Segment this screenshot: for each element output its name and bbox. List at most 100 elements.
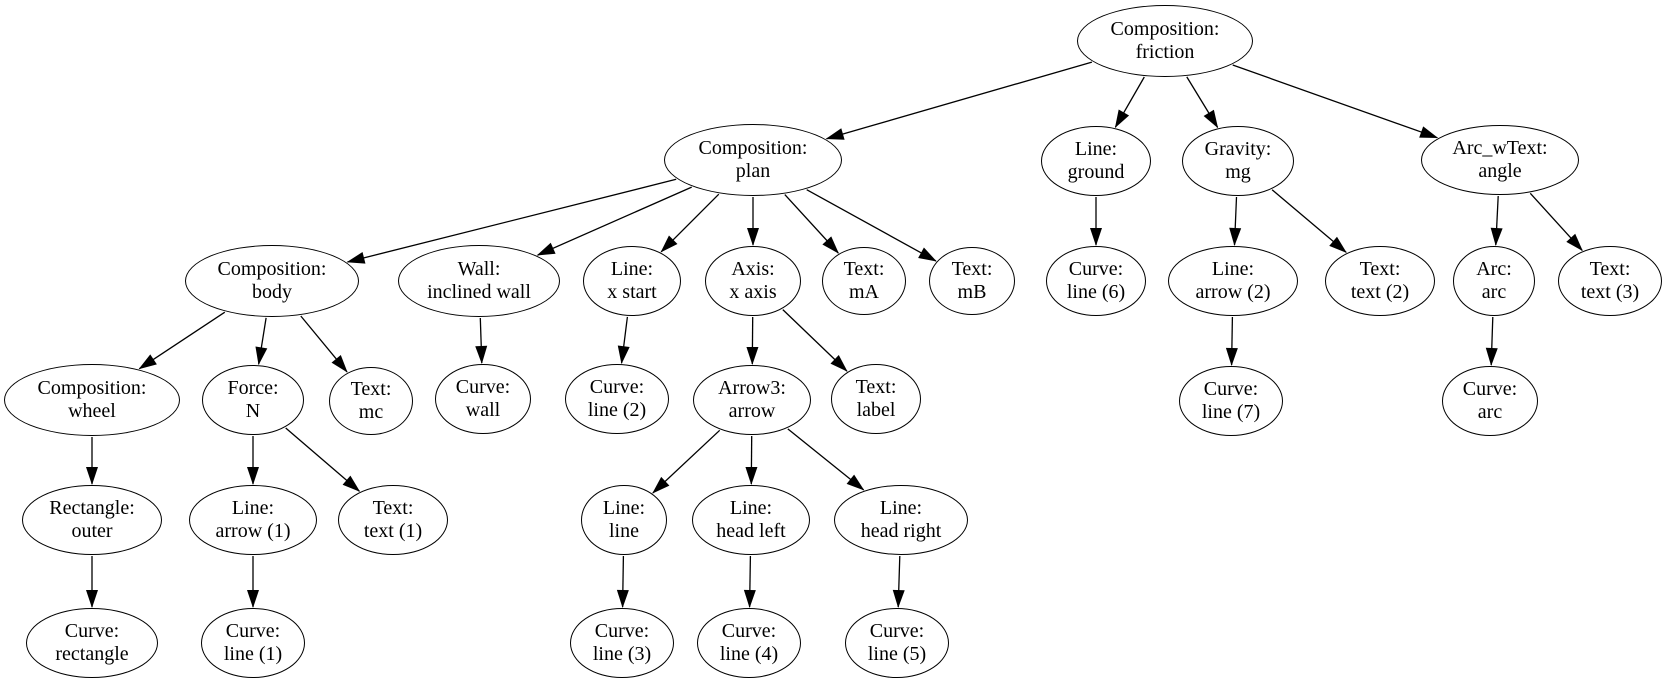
node-friction: Composition:friction <box>1077 5 1253 77</box>
node-type-label: Line: <box>1074 138 1118 160</box>
edge-wall-c_wall <box>475 317 488 364</box>
node-name-label: rectangle <box>55 643 129 665</box>
node-type-label: Line: <box>610 258 654 280</box>
edge-forceN-t_text1 <box>285 427 361 492</box>
node-name-label: mA <box>849 281 879 303</box>
edge-arc-c_arc <box>1485 316 1498 366</box>
node-name-label: outer <box>71 520 113 542</box>
node-type-label: Curve: <box>589 376 645 398</box>
node-name-label: line <box>609 520 639 542</box>
node-name-label: line (4) <box>719 643 779 665</box>
node-c_line5: Curve:line (5) <box>845 608 949 678</box>
node-c_line6: Curve:line (6) <box>1046 246 1146 316</box>
node-name-label: body <box>252 281 292 303</box>
node-type-label: Arc: <box>1476 258 1512 280</box>
edge-l_line-c_line3 <box>616 555 629 608</box>
node-type-label: Arrow3: <box>718 377 786 399</box>
node-mA: Text:mA <box>822 247 906 315</box>
edge-plan-wall <box>536 186 692 256</box>
node-text2: Text:text (2) <box>1325 246 1435 316</box>
node-wall: Wall:inclined wall <box>398 245 560 317</box>
edge-body-forceN <box>255 317 268 366</box>
node-type-label: Line: <box>879 497 923 519</box>
node-arrow3: Arrow3:arrow <box>693 365 811 435</box>
node-l_arrow1: Line:arrow (1) <box>189 485 317 555</box>
node-t_text1: Text:text (1) <box>338 485 448 555</box>
node-name-label: head right <box>860 520 942 542</box>
node-arrow2: Line:arrow (2) <box>1168 246 1298 316</box>
node-name-label: line (2) <box>587 399 647 421</box>
node-name-label: line (6) <box>1066 281 1126 303</box>
node-c_line1: Curve:line (1) <box>201 608 305 678</box>
node-type-label: Composition: <box>698 137 808 159</box>
node-type-label: Composition: <box>37 377 147 399</box>
node-xstart: Line:x start <box>583 246 681 316</box>
node-type-label: Composition: <box>1110 18 1220 40</box>
edge-arrow3-l_headright <box>787 428 865 491</box>
node-mB: Text:mB <box>929 247 1015 315</box>
edge-arrow3-l_line <box>652 429 721 494</box>
node-type-label: Curve: <box>1462 378 1518 400</box>
node-name-label: arc <box>1477 401 1503 423</box>
node-l_headleft: Line:head left <box>692 485 810 555</box>
edge-body-wheel <box>138 311 226 370</box>
node-type-label: Curve: <box>225 620 281 642</box>
node-type-label: Text: <box>1359 258 1401 280</box>
node-name-label: arc <box>1481 281 1507 303</box>
edge-plan-body <box>346 178 677 264</box>
node-mc: Text:mc <box>329 367 413 435</box>
node-l_headright: Line:head right <box>834 485 968 555</box>
node-name-label: arrow (2) <box>1195 281 1271 303</box>
edge-body-mc <box>300 315 348 373</box>
edge-mg-text2 <box>1271 189 1347 253</box>
node-type-label: Curve: <box>1203 378 1259 400</box>
edge-friction-ground <box>1114 76 1145 129</box>
node-type-label: Composition: <box>217 258 327 280</box>
node-name-label: mB <box>957 281 987 303</box>
node-type-label: Gravity: <box>1204 138 1272 160</box>
node-type-label: Curve: <box>455 376 511 398</box>
node-type-label: Text: <box>372 497 414 519</box>
edge-plan-mA <box>784 194 839 254</box>
node-name-label: line (3) <box>592 643 652 665</box>
node-type-label: Curve: <box>64 620 120 642</box>
node-name-label: mg <box>1225 161 1251 183</box>
node-type-label: Text: <box>1589 258 1631 280</box>
node-type-label: Rectangle: <box>49 497 135 519</box>
node-name-label: line (1) <box>223 643 283 665</box>
node-name-label: arrow <box>728 400 776 422</box>
node-c_rect: Curve:rectangle <box>26 608 158 678</box>
node-r_outer: Rectangle:outer <box>22 485 162 555</box>
edge-mg-arrow2 <box>1229 196 1242 246</box>
node-name-label: friction <box>1135 41 1195 63</box>
node-name-label: mc <box>358 401 384 423</box>
node-type-label: Curve: <box>721 620 777 642</box>
node-c_line3: Curve:line (3) <box>570 608 674 678</box>
node-name-label: arrow (1) <box>215 520 291 542</box>
node-l_line: Line:line <box>581 485 667 555</box>
node-mg: Gravity:mg <box>1182 126 1294 196</box>
node-type-label: Arc_wText: <box>1452 137 1548 159</box>
node-xaxis: Axis:x axis <box>705 246 801 316</box>
node-c_arc: Curve:arc <box>1442 366 1538 436</box>
node-label: Text:label <box>831 364 921 434</box>
node-type-label: Wall: <box>457 258 501 280</box>
node-name-label: angle <box>1478 160 1522 182</box>
node-type-label: Axis: <box>731 258 775 280</box>
node-type-label: Text: <box>951 258 993 280</box>
node-name-label: text (3) <box>1580 281 1640 303</box>
edge-l_headleft-c_line4 <box>743 555 756 608</box>
node-name-label: line (5) <box>867 643 927 665</box>
node-name-label: N <box>245 400 261 422</box>
edge-l_headright-c_line5 <box>892 555 905 608</box>
node-arc: Arc:arc <box>1453 246 1535 316</box>
node-wheel: Composition:wheel <box>4 364 180 436</box>
node-type-label: Text: <box>843 258 885 280</box>
edge-friction-plan <box>825 61 1093 140</box>
node-name-label: inclined wall <box>427 281 531 303</box>
node-name-label: line (7) <box>1201 401 1261 423</box>
edge-xaxis-label <box>782 309 848 372</box>
node-body: Composition:body <box>185 245 359 317</box>
